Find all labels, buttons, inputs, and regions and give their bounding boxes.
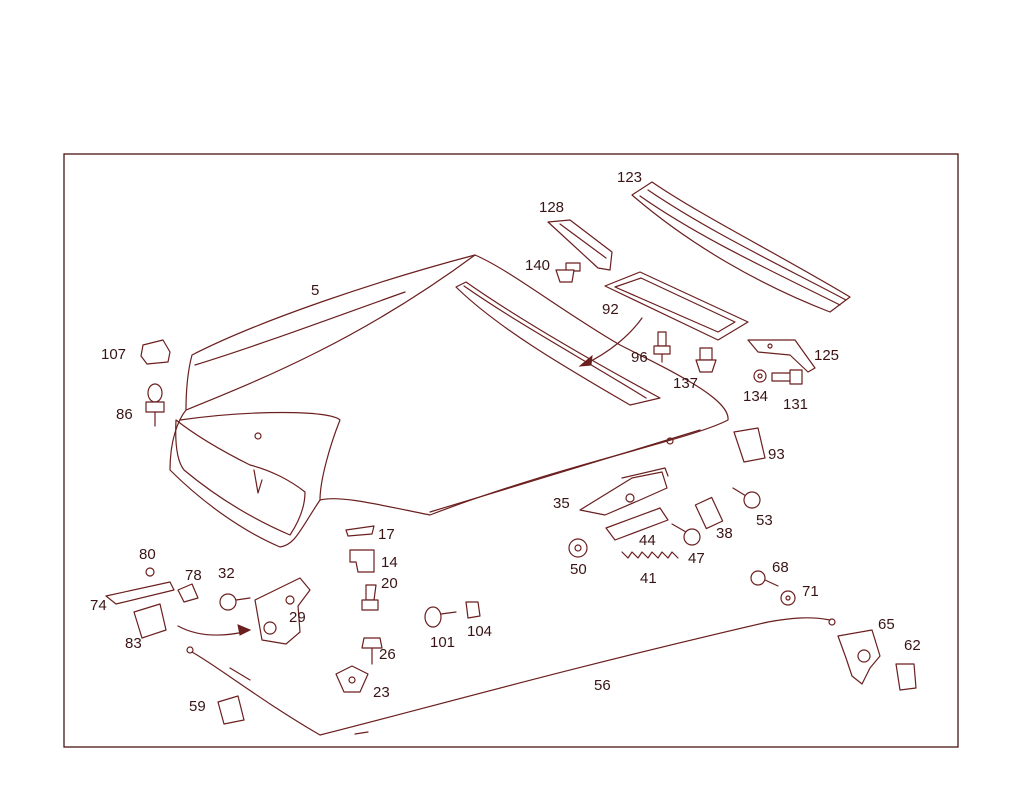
cable-part-56[interactable] xyxy=(186,617,836,736)
screw-part-131[interactable] xyxy=(771,369,803,385)
label-128[interactable]: 128 xyxy=(539,199,564,216)
nut-part-104[interactable] xyxy=(465,601,481,619)
label-29[interactable]: 29 xyxy=(289,609,306,626)
diagram-frame xyxy=(63,153,959,748)
label-65[interactable]: 65 xyxy=(878,616,895,633)
spring-part-17[interactable] xyxy=(345,525,375,537)
label-17[interactable]: 17 xyxy=(378,526,395,543)
label-83[interactable]: 83 xyxy=(125,635,142,652)
label-62[interactable]: 62 xyxy=(904,637,921,654)
clip-part-59[interactable] xyxy=(217,695,245,725)
clip-part-140[interactable] xyxy=(555,262,581,283)
arrow-29-head xyxy=(237,624,252,636)
label-50[interactable]: 50 xyxy=(570,561,587,578)
bumper-part-86[interactable] xyxy=(145,383,165,427)
label-26[interactable]: 26 xyxy=(379,646,396,663)
label-38[interactable]: 38 xyxy=(716,525,733,542)
strip-part-123[interactable] xyxy=(631,181,851,313)
bolt-part-32[interactable] xyxy=(219,593,251,611)
label-32[interactable]: 32 xyxy=(218,565,235,582)
label-5[interactable]: 5 xyxy=(311,282,319,299)
lever-part-65[interactable] xyxy=(837,629,881,685)
label-35[interactable]: 35 xyxy=(553,495,570,512)
lock-part-29[interactable] xyxy=(254,577,311,645)
label-78[interactable]: 78 xyxy=(185,567,202,584)
label-47[interactable]: 47 xyxy=(688,550,705,567)
clip-part-78[interactable] xyxy=(177,583,199,603)
label-107[interactable]: 107 xyxy=(101,346,126,363)
label-125[interactable]: 125 xyxy=(814,347,839,364)
label-92[interactable]: 92 xyxy=(602,301,619,318)
label-104[interactable]: 104 xyxy=(467,623,492,640)
washer-part-134[interactable] xyxy=(753,369,767,383)
label-53[interactable]: 53 xyxy=(756,512,773,529)
plate-part-44[interactable] xyxy=(605,507,669,541)
bolt-part-53[interactable] xyxy=(732,487,761,509)
label-86[interactable]: 86 xyxy=(116,406,133,423)
label-96[interactable]: 96 xyxy=(631,349,648,366)
label-59[interactable]: 59 xyxy=(189,698,206,715)
label-80[interactable]: 80 xyxy=(139,546,156,563)
screw-part-96[interactable] xyxy=(653,331,671,363)
bracket-part-125[interactable] xyxy=(747,339,816,373)
latch-part-35[interactable] xyxy=(579,467,669,516)
label-14[interactable]: 14 xyxy=(381,554,398,571)
part-labels: 5 123 128 140 92 96 137 125 134 131 107 … xyxy=(90,169,921,715)
label-68[interactable]: 68 xyxy=(772,559,789,576)
clip-part-137[interactable] xyxy=(695,347,717,373)
bolt-part-47[interactable] xyxy=(671,523,701,546)
latch-part-23[interactable] xyxy=(335,665,369,693)
label-20[interactable]: 20 xyxy=(381,575,398,592)
label-74[interactable]: 74 xyxy=(90,597,107,614)
label-44[interactable]: 44 xyxy=(639,532,656,549)
screw-part-20[interactable] xyxy=(361,584,379,611)
label-93[interactable]: 93 xyxy=(768,446,785,463)
gear-part-50[interactable] xyxy=(568,538,588,558)
label-131[interactable]: 131 xyxy=(783,396,808,413)
washer-part-71[interactable] xyxy=(780,590,796,606)
label-137[interactable]: 137 xyxy=(673,375,698,392)
arrow-92-head xyxy=(578,354,593,367)
clip-part-62[interactable] xyxy=(895,663,917,691)
spring-part-41[interactable] xyxy=(621,551,679,559)
lever-part-74[interactable] xyxy=(105,581,175,605)
bracket-part-83[interactable] xyxy=(133,603,167,639)
label-71[interactable]: 71 xyxy=(802,583,819,600)
label-123[interactable]: 123 xyxy=(617,169,642,186)
buffer-part-107[interactable] xyxy=(140,339,171,365)
label-23[interactable]: 23 xyxy=(373,684,390,701)
clip-part-14[interactable] xyxy=(349,549,375,573)
bushing-part-38[interactable] xyxy=(694,496,724,530)
block-part-93[interactable] xyxy=(733,427,766,463)
label-56[interactable]: 56 xyxy=(594,677,611,694)
seal-part-92[interactable] xyxy=(604,271,749,341)
label-140[interactable]: 140 xyxy=(525,257,550,274)
label-101[interactable]: 101 xyxy=(430,634,455,651)
screw-part-26[interactable] xyxy=(361,637,383,665)
label-134[interactable]: 134 xyxy=(743,388,768,405)
hood-part-5[interactable] xyxy=(169,254,729,548)
trim-part-128[interactable] xyxy=(547,219,613,271)
pin-part-80[interactable] xyxy=(145,567,155,577)
label-41[interactable]: 41 xyxy=(640,570,657,587)
arrow-29 xyxy=(177,625,245,636)
screw-part-68[interactable] xyxy=(750,570,779,587)
bolt-part-101[interactable] xyxy=(424,606,457,628)
